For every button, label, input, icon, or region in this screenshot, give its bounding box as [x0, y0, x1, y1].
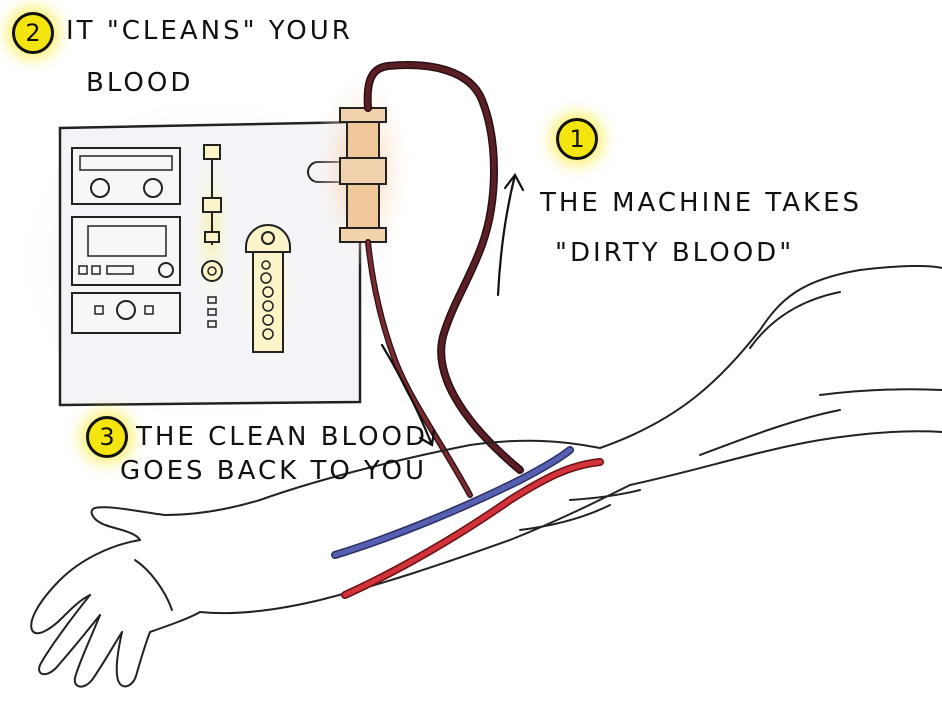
step-2-line-2: blood [86, 68, 194, 98]
step-3-number: 3 [99, 423, 115, 451]
arm-drawing [30, 264, 942, 688]
arrow-up-icon [496, 172, 525, 297]
step-1-badge: 1 [556, 118, 598, 160]
step-2-number: 2 [25, 19, 41, 47]
dialysis-machine [25, 100, 395, 420]
step-3-line-1: The clean blood [136, 422, 429, 452]
step-3-badge: 3 [86, 416, 128, 458]
step-2-badge: 2 [12, 12, 54, 54]
flow-arrows [380, 172, 525, 447]
step-1-line-1: The machine takes [540, 188, 863, 218]
arrow-down-icon [380, 343, 436, 447]
blood-vessels [331, 446, 604, 599]
step-3-line-2: goes back to you [120, 456, 428, 486]
step-2-line-1: It "cleans" your [66, 16, 353, 46]
step-1-line-2: "dirty blood" [555, 238, 795, 268]
step-1-number: 1 [569, 125, 585, 153]
filter-cartridge [314, 75, 410, 265]
